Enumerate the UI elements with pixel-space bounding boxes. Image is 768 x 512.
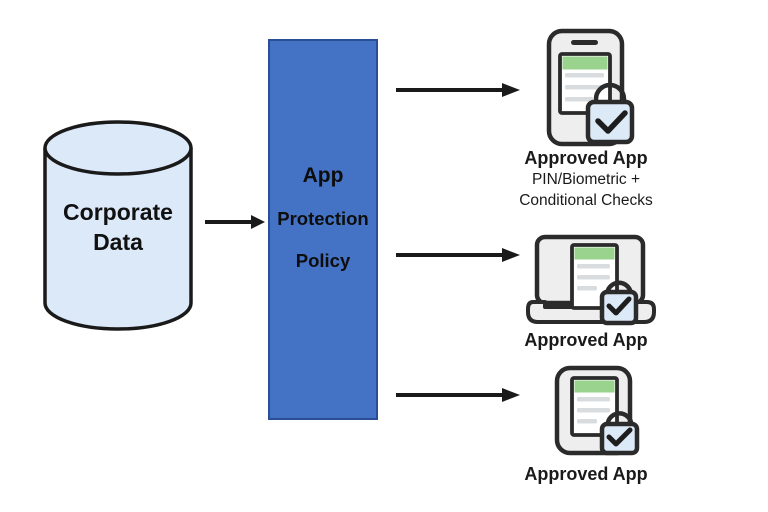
document-target-label: Approved App: [478, 463, 694, 485]
speaker-bar-icon: [571, 40, 598, 45]
policy-line-protection: Protection: [277, 208, 369, 229]
approved-app-label: Approved App: [524, 148, 648, 168]
lock-check-icon: [599, 280, 639, 326]
app-protection-policy-box: App Protection Policy: [268, 39, 378, 420]
arrow-source-to-policy-icon: [205, 215, 265, 229]
checkmark-icon: [606, 427, 633, 447]
approved-app-label: Approved App: [524, 464, 648, 484]
arrow-policy-to-laptop-icon: [396, 248, 520, 262]
database-cylinder-icon: [43, 120, 193, 331]
smartphone-app-lock-icon: [546, 28, 635, 147]
corporate-data-label: Corporate Data: [40, 197, 196, 257]
conditional-checks-label: Conditional Checks: [519, 192, 653, 209]
lock-check-icon: [599, 411, 640, 456]
app-header-bar: [574, 247, 615, 260]
app-header-bar: [562, 56, 608, 70]
app-header-bar: [574, 380, 615, 393]
arrow-policy-to-mobile-icon: [396, 83, 520, 97]
mobile-target-label: Approved App PIN/Biometric + Conditional…: [478, 147, 694, 211]
corporate-data-line2: Data: [93, 229, 143, 255]
laptop-app-lock-icon: [526, 234, 656, 326]
arrow-policy-to-document-icon: [396, 388, 520, 402]
policy-line-app: App: [302, 164, 344, 187]
corporate-data-line1: Corporate: [63, 199, 173, 225]
checkmark-icon: [606, 296, 632, 316]
policy-line-policy: Policy: [295, 250, 351, 271]
approved-app-label: Approved App: [524, 330, 648, 350]
checkmark-icon: [595, 110, 628, 134]
laptop-target-label: Approved App: [478, 329, 694, 351]
document-app-lock-icon: [554, 365, 640, 456]
pin-biometric-label: PIN/Biometric +: [531, 171, 641, 188]
lock-check-icon: [585, 82, 635, 145]
